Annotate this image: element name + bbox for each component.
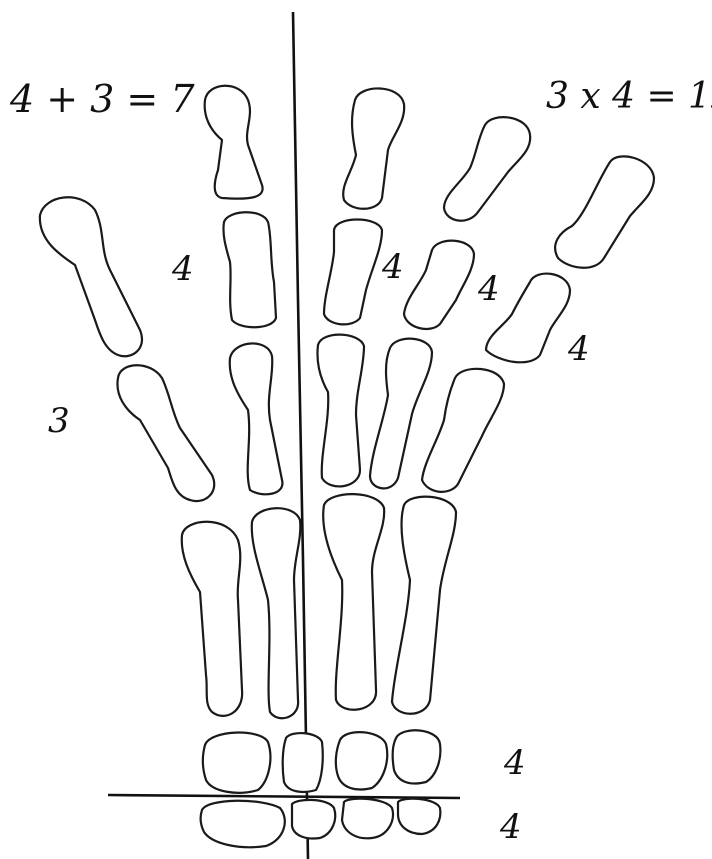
carpal-scaphoid bbox=[201, 801, 285, 848]
middle-metacarpal bbox=[323, 494, 384, 710]
little-count-label: 4 bbox=[567, 329, 590, 369]
carpal-lunate bbox=[292, 800, 335, 839]
equation-left: 4 + 3 = 7 bbox=[9, 77, 195, 121]
carpal-trapezoid bbox=[283, 733, 323, 792]
little-proximal-phalanx bbox=[422, 369, 504, 492]
middle-count-label: 4 bbox=[381, 247, 404, 287]
middle-distal-phalanx bbox=[343, 88, 404, 208]
thumb-distal-phalanx bbox=[40, 197, 142, 356]
carpal-triquetrum bbox=[342, 799, 393, 839]
horizontal-axis-line bbox=[108, 795, 460, 798]
thumb-metacarpal bbox=[182, 522, 242, 716]
carpal-row-distal bbox=[203, 730, 441, 792]
index-middle-phalanx bbox=[223, 212, 276, 327]
carpal-hamate bbox=[393, 730, 441, 783]
ring-distal-phalanx bbox=[444, 117, 530, 221]
thumb-bones bbox=[40, 197, 242, 716]
ring-metacarpal bbox=[392, 497, 456, 714]
thumb-proximal-phalanx bbox=[117, 365, 214, 501]
middle-proximal-phalanx bbox=[317, 335, 364, 487]
index-proximal-phalanx bbox=[230, 343, 283, 494]
equation-right: 3 x 4 = 12 bbox=[546, 76, 712, 117]
index-distal-phalanx bbox=[205, 86, 263, 199]
ring-count-label: 4 bbox=[477, 269, 500, 309]
ring-middle-phalanx bbox=[404, 241, 474, 329]
carpal-capitate bbox=[336, 732, 387, 789]
middle-middle-phalanx bbox=[324, 220, 382, 325]
carpal-pisiform bbox=[398, 799, 440, 834]
index-count-label: 4 bbox=[171, 249, 194, 289]
carpal-distal-count-label: 4 bbox=[503, 743, 526, 783]
ring-proximal-phalanx bbox=[370, 339, 432, 489]
little-distal-phalanx bbox=[555, 156, 654, 267]
carpal-trapezium bbox=[203, 733, 271, 793]
index-metacarpal bbox=[252, 508, 301, 718]
carpal-row-proximal bbox=[201, 799, 441, 848]
vertical-axis-line bbox=[293, 12, 308, 859]
thumb-count-label: 3 bbox=[48, 401, 70, 441]
carpal-proximal-count-label: 4 bbox=[499, 807, 522, 847]
